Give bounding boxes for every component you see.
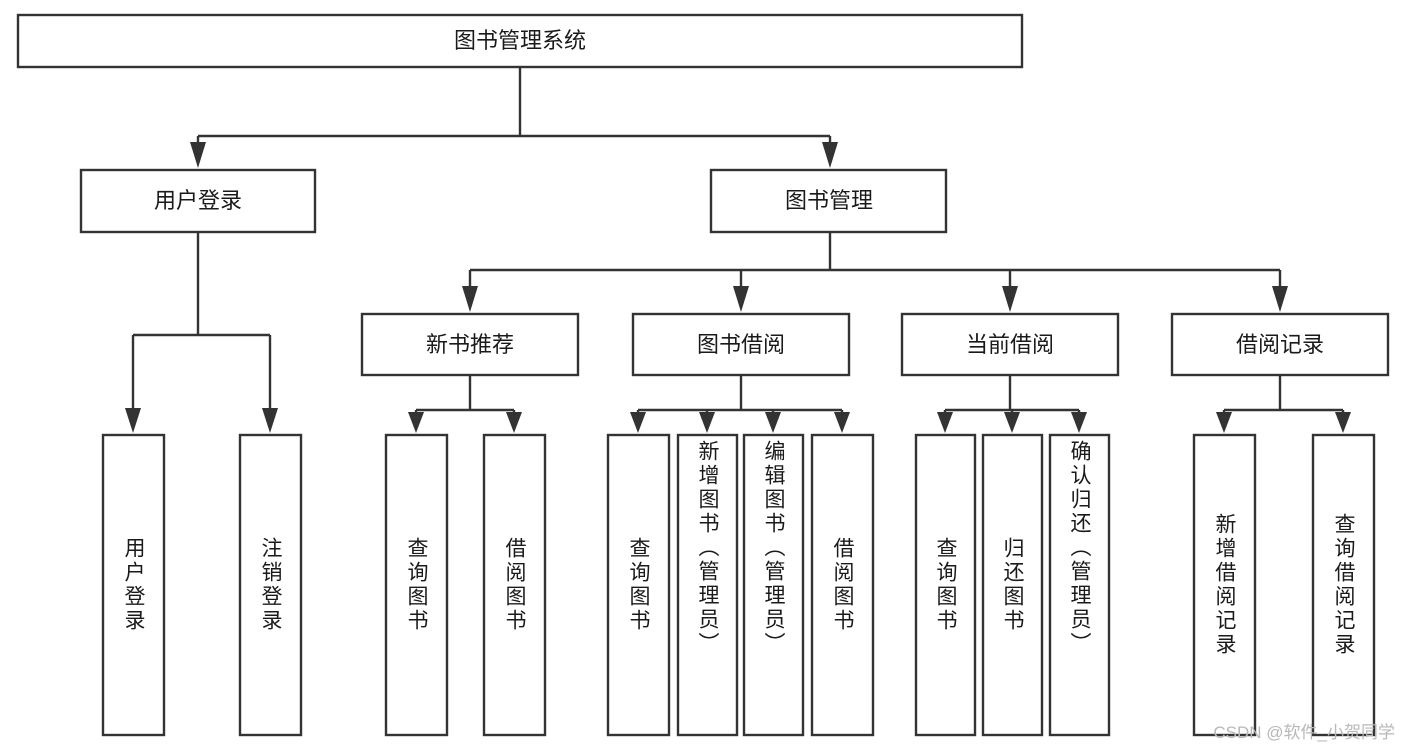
leaf-box-return-book[interactable] <box>981 433 1044 737</box>
arrow-head-leaf-query-book-recommend <box>408 412 424 433</box>
node-borrow-record-box[interactable] <box>1170 312 1390 377</box>
arrow-head-new-book-recommend <box>462 286 478 312</box>
leaf-box-confirm-return-admin[interactable] <box>1048 433 1111 737</box>
connector-group-book-borrow <box>630 375 850 433</box>
node-new-book-recommend-label: 新书推荐 <box>426 332 514 357</box>
leaf-box-add-borrow-record[interactable] <box>1192 433 1257 737</box>
arrow-head-leaf-confirm-return-admin <box>1071 412 1087 433</box>
node-borrow-record-label: 借阅记录 <box>1236 332 1324 357</box>
leaf-box-edit-book-admin[interactable] <box>742 433 805 737</box>
arrow-head-leaf-add-book-admin <box>699 412 715 433</box>
arrow-head-leaf-borrow-book <box>834 412 850 433</box>
arrow-head-book-management <box>822 142 838 168</box>
node-book-borrow[interactable]: 图书借阅 <box>631 312 851 377</box>
arrow-head-leaf-user-login <box>125 408 141 433</box>
node-book-management[interactable]: 图书管理 <box>709 168 948 234</box>
node-current-borrow-box[interactable] <box>900 312 1120 377</box>
leaf-boxes-group <box>101 433 1376 737</box>
leaf-box-user-logout[interactable] <box>238 433 303 737</box>
node-root-label: 图书管理系统 <box>454 28 586 53</box>
leaf-box-user-login[interactable] <box>101 433 166 737</box>
node-user-login[interactable]: 用户登录 <box>79 168 317 234</box>
node-user-login-label: 用户登录 <box>154 188 242 213</box>
arrow-head-leaf-edit-book-admin <box>765 412 781 433</box>
node-user-login-box[interactable] <box>79 168 317 234</box>
node-borrow-record[interactable]: 借阅记录 <box>1170 312 1390 377</box>
node-current-borrow[interactable]: 当前借阅 <box>900 312 1120 377</box>
connector-group-new-book-recommend <box>408 375 522 433</box>
leaf-box-borrow-book[interactable] <box>810 433 875 737</box>
arrow-head-leaf-query-book-borrow <box>630 412 646 433</box>
leaf-box-query-book-recommend[interactable] <box>384 433 449 737</box>
node-current-borrow-label: 当前借阅 <box>966 332 1054 357</box>
node-root[interactable]: 图书管理系统 <box>16 13 1024 69</box>
arrow-head-book-borrow <box>733 286 749 312</box>
arrow-head-leaf-user-logout <box>262 408 278 433</box>
connector-group-book-management <box>462 232 1288 312</box>
node-book-management-label: 图书管理 <box>785 188 873 213</box>
arrow-head-current-borrow <box>1002 286 1018 312</box>
leaf-box-add-book-admin[interactable] <box>676 433 739 737</box>
arrow-head-borrow-record <box>1272 286 1288 312</box>
node-book-management-box[interactable] <box>709 168 948 234</box>
connector-group-borrow-record <box>1216 375 1351 433</box>
leaf-box-query-book-borrow[interactable] <box>606 433 671 737</box>
arrow-head-leaf-query-book-current <box>937 412 953 433</box>
node-new-book-recommend-box[interactable] <box>360 312 580 377</box>
leaf-box-query-book-current[interactable] <box>914 433 977 737</box>
connector-group-user-login <box>125 232 278 433</box>
node-root-box[interactable] <box>16 13 1024 69</box>
leaf-box-borrow-book-recommend[interactable] <box>482 433 547 737</box>
node-book-borrow-label: 图书借阅 <box>697 332 785 357</box>
leaf-box-query-borrow-record[interactable] <box>1311 433 1376 737</box>
node-new-book-recommend[interactable]: 新书推荐 <box>360 312 580 377</box>
arrow-head-leaf-add-borrow-record <box>1216 412 1232 433</box>
connector-group-root <box>190 67 838 168</box>
arrow-head-user-login <box>190 142 206 168</box>
arrow-head-leaf-return-book <box>1004 412 1020 433</box>
arrow-head-leaf-borrow-book-recommend <box>506 412 522 433</box>
connector-group-current-borrow <box>937 375 1087 433</box>
arrow-head-leaf-query-borrow-record <box>1335 412 1351 433</box>
node-book-borrow-box[interactable] <box>631 312 851 377</box>
csdn-watermark: CSDN @软件_小贺同学 <box>1213 723 1395 742</box>
